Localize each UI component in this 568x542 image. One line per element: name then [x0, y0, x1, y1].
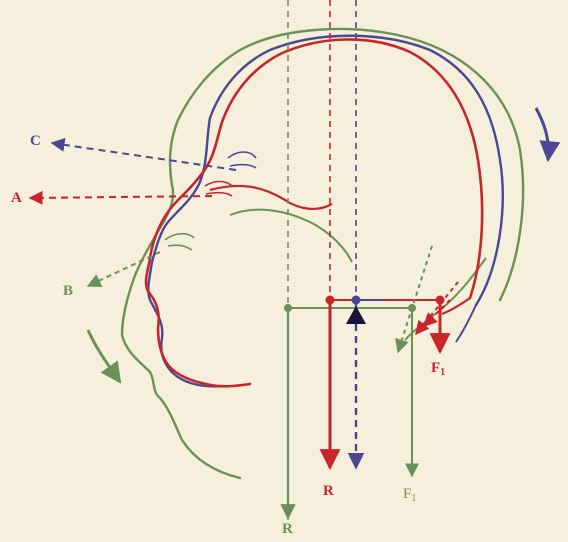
muscle-arrow-red-1	[416, 282, 458, 334]
point-green-r	[284, 304, 292, 312]
blue-rotation-arrow	[536, 108, 548, 160]
point-blue	[352, 296, 361, 305]
green-eye-contour	[165, 234, 194, 250]
label-b: B	[63, 284, 73, 299]
label-f1-red-main: F	[431, 360, 440, 376]
blue-back-neck-line	[456, 305, 476, 342]
label-f1-green: F1	[403, 487, 416, 504]
green-head-outline	[122, 29, 523, 478]
arrow-c	[52, 143, 236, 170]
point-red-f1	[436, 296, 445, 305]
label-f1-red-sub: 1	[440, 367, 445, 378]
label-a: A	[11, 191, 22, 206]
arrow-a	[30, 196, 212, 198]
label-f1-green-sub: 1	[411, 493, 416, 504]
red-skull-base-line	[210, 186, 332, 209]
green-rotation-arrow	[88, 330, 120, 382]
point-green-f1	[408, 304, 416, 312]
green-skull-base-line	[230, 210, 352, 262]
label-r-red: R	[323, 484, 334, 499]
blue-head-outline	[148, 36, 502, 387]
label-f1-red: F1	[431, 361, 445, 378]
blue-eye-contour	[228, 152, 256, 168]
label-c: C	[30, 134, 41, 149]
label-r-green: R	[282, 522, 293, 537]
point-red-r	[326, 296, 335, 305]
